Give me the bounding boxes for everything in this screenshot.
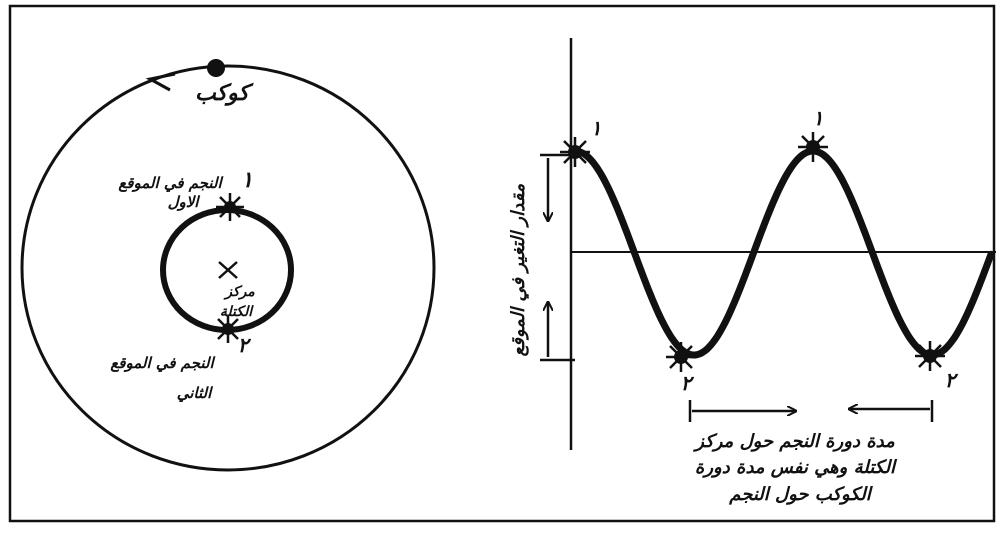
peak-2-label: ١ [813,106,824,130]
star-position-1-label-line2: الاول [168,193,201,211]
trough-1-star-icon [666,342,696,372]
star-position-2-label-line1: النجم في الموقع [110,354,215,372]
wave-diagram: مقدار التغير في الموقع ١ ٢ ١ ٢ [508,38,996,505]
planet-orbit-ellipse [22,66,434,470]
period-caption-line2: الكتلة وهي نفس مدة دورة [695,457,898,478]
star-position-2-number: ٢ [238,333,252,357]
orbit-direction-arrow [150,74,175,90]
trough-2-label: ٢ [945,368,959,392]
star-position-2-label-line2: الثاني [177,384,213,402]
orbit-diagram: كوكب ١ النجم في الموقع الاول مركز الكتلة… [22,59,434,470]
peak-1-label: ١ [591,116,602,140]
period-caption-line3: الكوكب حول النجم [728,484,874,505]
trough-1-label: ٢ [681,371,695,395]
star-position-1-icon [216,193,244,221]
peak-1-star-icon [560,137,590,167]
peak-2-star-icon [798,132,828,162]
period-caption-line1: مدة دورة النجم حول مركز [692,431,895,452]
trough-2-star-icon [915,341,945,371]
star-position-1-number: ١ [241,168,253,193]
star-position-1-label-line1: النجم في الموقع [118,174,223,192]
center-of-mass-label-line2: الكتلة [220,304,254,320]
planet-dot [207,59,225,77]
center-of-mass-label-line1: مركز [223,284,255,300]
wave-y-axis-label: مقدار التغير في الموقع [508,183,529,356]
planet-label: كوكب [195,81,254,106]
center-of-mass-cross [219,262,237,278]
